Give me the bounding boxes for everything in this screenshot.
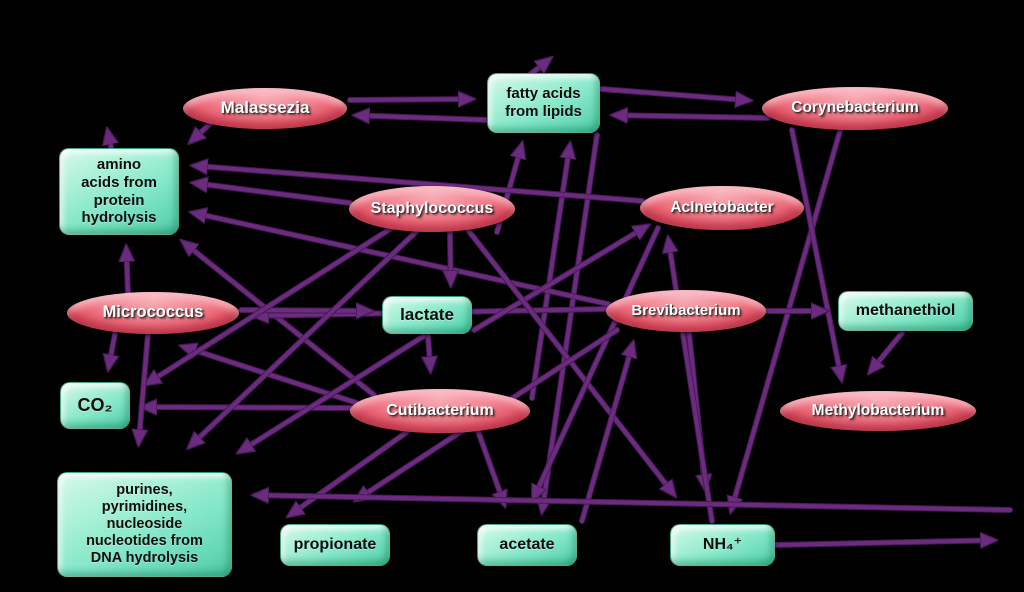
node-label-acinetobacter: AcInetobacter: [670, 198, 774, 216]
arrow-staphylococcus-co2: [148, 221, 401, 383]
node-amino-acids: amino acids from protein hydrolysis: [59, 148, 179, 235]
node-fatty-acids: fatty acids from lipids: [487, 73, 600, 133]
arrow-staphylococcus-purines: [191, 227, 421, 446]
node-lactate: lactate: [382, 296, 472, 334]
node-corynebacterium: Corynebacterium: [762, 87, 948, 130]
arrow-fatty-acids-corynebacterium: [598, 86, 748, 100]
node-label-nh4: NH₄⁺: [702, 535, 743, 553]
arrow-cutibacterium-amino-acids: [184, 243, 377, 398]
node-label-brevibacterium: Brevibacterium: [631, 302, 741, 320]
node-brevibacterium: Brevibacterium: [606, 290, 766, 332]
arrow-cutibacterium-propionate: [290, 429, 410, 515]
arrow-methanethiol-methylobacterium: [871, 330, 905, 371]
node-purines: purines, pyrimidines, nucleoside nucleot…: [57, 472, 232, 577]
node-methylobacterium: Methylobacterium: [780, 391, 976, 431]
arrow-corynebacterium-nh4: [731, 128, 843, 509]
node-label-micrococcus: Micrococcus: [102, 303, 204, 322]
arrow-corynebacterium-methylobacterium: [789, 127, 841, 378]
node-acetate: acetate: [477, 524, 577, 566]
node-label-corynebacterium: Corynebacterium: [791, 99, 919, 117]
arrow-nh4-out-right: [773, 540, 993, 545]
node-methanethiol: methanethiol: [838, 291, 973, 331]
arrow-malassezia-amino-acids: [192, 118, 216, 141]
arrow-lactate-acinetobacter: [471, 227, 646, 333]
arrow-amino-acids-up: [108, 132, 111, 150]
arrow-acinetobacter-acetate: [530, 225, 661, 498]
node-label-acetate: acetate: [499, 535, 555, 553]
node-label-lactate: lactate: [400, 304, 454, 324]
arrow-acetate-brevibacterium: [579, 345, 633, 524]
node-co2: CO₂: [60, 382, 130, 429]
arrow-staphylococcus-lactate: [450, 229, 451, 283]
arrow-cutibacterium-co2: [144, 407, 355, 408]
node-label-methylobacterium: Methylobacterium: [811, 401, 945, 419]
node-label-purines: purines, pyrimidines, nucleoside nucleot…: [86, 481, 203, 567]
arrow-cutibacterium-fatty-acids: [529, 146, 570, 401]
arrow-acinetobacter-amino-acids: [195, 166, 645, 204]
arrow-external-right-purines: [256, 495, 1013, 513]
node-label-fatty-acids: fatty acids from lipids: [505, 85, 582, 120]
arrow-fatty-acids-malassezia: [357, 115, 490, 120]
arrow-cutibacterium-acetate: [475, 428, 504, 504]
node-acinetobacter: AcInetobacter: [640, 186, 804, 230]
node-label-propionate: propionate: [293, 535, 377, 553]
arrow-micrococcus-purines: [139, 331, 151, 442]
node-micrococcus: Micrococcus: [67, 292, 239, 334]
node-label-malassezia: Malassezia: [220, 98, 310, 118]
arrow-micrococcus-co2: [109, 331, 115, 367]
node-propionate: propionate: [280, 524, 390, 566]
arrow-staphylococcus-amino-acids: [195, 183, 353, 206]
node-nh4: NH₄⁺: [670, 524, 775, 566]
arrow-lactate-cutibacterium: [428, 332, 430, 369]
node-malassezia: Malassezia: [183, 88, 347, 129]
arrow-nh4-acinetobacter: [668, 240, 715, 524]
node-label-co2: CO₂: [77, 394, 113, 415]
node-label-methanethiol: methanethiol: [855, 301, 956, 319]
node-cutibacterium: Cutibacterium: [350, 389, 530, 433]
node-label-cutibacterium: Cutibacterium: [386, 401, 494, 419]
arrow-lactate-purines: [241, 333, 427, 451]
node-label-staphylococcus: Staphylococcus: [370, 199, 494, 217]
node-label-amino-acids: amino acids from protein hydrolysis: [81, 156, 157, 227]
arrow-micrococcus-amino-acids: [126, 249, 128, 297]
node-staphylococcus: Staphylococcus: [349, 186, 515, 232]
arrow-corynebacterium-fatty-acids: [615, 115, 771, 118]
arrow-malassezia-fatty-acids: [347, 99, 471, 100]
